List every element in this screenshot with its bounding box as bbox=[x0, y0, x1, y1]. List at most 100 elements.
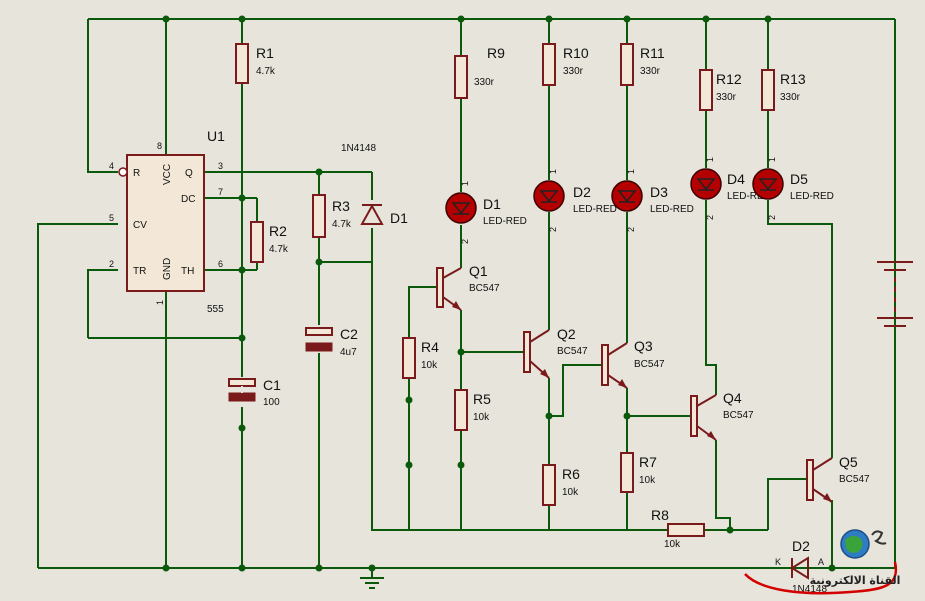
resistor-r7[interactable]: R7 10k bbox=[620, 452, 657, 493]
d1-diode-ref: D1 bbox=[390, 210, 408, 226]
r3-value: 4.7k bbox=[332, 219, 352, 230]
led-d2-ref: D2 bbox=[573, 184, 591, 200]
r7-value: 10k bbox=[639, 475, 656, 486]
d2-diode-ref: D2 bbox=[792, 538, 810, 554]
led-d4-ref: D4 bbox=[727, 171, 745, 187]
u1-pin-th: TH bbox=[181, 266, 194, 277]
u1-ref: U1 bbox=[207, 128, 225, 144]
led-d3-pin-2: 2 bbox=[626, 227, 636, 232]
resistor-r12[interactable]: R12 330r bbox=[699, 69, 742, 111]
r1-value: 4.7k bbox=[256, 66, 276, 77]
transistor-q3[interactable]: Q3 BC547 bbox=[601, 338, 665, 389]
battery[interactable] bbox=[877, 261, 913, 327]
r13-ref: R13 bbox=[780, 71, 806, 87]
led-d5-pin-2: 2 bbox=[767, 215, 777, 220]
led-d4-value: LED-RED bbox=[727, 191, 771, 202]
d1-diode-value: 1N4148 bbox=[341, 143, 376, 154]
q4-value: BC547 bbox=[723, 410, 754, 421]
wires bbox=[37, 18, 896, 578]
u1-pin-gnd: GND bbox=[162, 258, 173, 280]
transistor-q4[interactable]: Q4 BC547 bbox=[690, 390, 754, 441]
resistor-r13[interactable]: R13 330r bbox=[761, 69, 806, 111]
led-d3-ref: D3 bbox=[650, 184, 668, 200]
led-d5-ref: D5 bbox=[790, 171, 808, 187]
r5-ref: R5 bbox=[473, 391, 491, 407]
resistor-r9[interactable]: R9 330r bbox=[454, 45, 505, 99]
led-d4-pin-2: 2 bbox=[705, 215, 715, 220]
r2-ref: R2 bbox=[269, 223, 287, 239]
u1-pin-num-2: 2 bbox=[109, 259, 114, 269]
led-d2-value: LED-RED bbox=[573, 204, 617, 215]
q4-ref: Q4 bbox=[723, 390, 742, 406]
logo-text: القناة الالكترونية bbox=[810, 574, 901, 587]
d2-diode-pin-k: K bbox=[775, 557, 781, 567]
led-d5-pin-1: 1 bbox=[767, 157, 777, 162]
led-d1-value: LED-RED bbox=[483, 216, 527, 227]
u1-pin-cv: CV bbox=[133, 220, 147, 231]
led-d2[interactable]: 1 2 D2 LED-RED bbox=[533, 169, 617, 232]
u1-pin-vcc: VCC bbox=[162, 164, 173, 185]
u1-pin-q: Q bbox=[185, 168, 193, 179]
u1-pin-dc: DC bbox=[181, 194, 195, 205]
led-d3-pin-1: 1 bbox=[626, 169, 636, 174]
resistor-r6[interactable]: R6 10k bbox=[542, 464, 580, 506]
r6-ref: R6 bbox=[562, 466, 580, 482]
c1-ref: C1 bbox=[263, 377, 281, 393]
r7-ref: R7 bbox=[639, 454, 657, 470]
resistor-r1[interactable]: R1 4.7k bbox=[235, 43, 276, 84]
u1-pin-num-1: 1 bbox=[155, 300, 165, 305]
resistor-r3[interactable]: R3 4.7k bbox=[312, 194, 352, 238]
r10-value: 330r bbox=[563, 66, 584, 77]
transistor-q2[interactable]: Q2 BC547 bbox=[523, 326, 588, 379]
resistor-r8[interactable]: R8 10k bbox=[651, 507, 705, 550]
r5-value: 10k bbox=[473, 412, 490, 423]
led-d1[interactable]: 1 2 D1 LED-RED bbox=[445, 181, 527, 244]
u1-pin-tr: TR bbox=[133, 266, 146, 277]
r9-ref: R9 bbox=[487, 45, 505, 61]
transistor-q1[interactable]: Q1 BC547 bbox=[436, 263, 500, 311]
q2-value: BC547 bbox=[557, 346, 588, 357]
capacitor-c1[interactable]: C1 100 bbox=[228, 377, 281, 408]
r1-ref: R1 bbox=[256, 45, 274, 61]
u1-pin-num-4: 4 bbox=[109, 161, 114, 171]
capacitor-c2[interactable]: C2 4u7 bbox=[305, 326, 358, 358]
q3-ref: Q3 bbox=[634, 338, 653, 354]
r9-value: 330r bbox=[474, 77, 495, 88]
q1-ref: Q1 bbox=[469, 263, 488, 279]
led-d4[interactable]: 1 2 D4 LED-RED bbox=[690, 157, 771, 220]
q1-value: BC547 bbox=[469, 283, 500, 294]
transistor-q5[interactable]: Q5 BC547 bbox=[806, 454, 870, 503]
r8-ref: R8 bbox=[651, 507, 669, 523]
r3-ref: R3 bbox=[332, 198, 350, 214]
led-d1-pin-2: 2 bbox=[460, 239, 470, 244]
d2-diode-value: 1N4148 bbox=[792, 584, 827, 595]
resistor-r4[interactable]: R4 10k bbox=[402, 337, 439, 379]
u1-part: 555 bbox=[207, 304, 224, 315]
ic-555-u1[interactable]: U1 555 R CV TR Q DC TH VCC GND 4 5 2 3 7… bbox=[109, 128, 225, 315]
c1-value: 100 bbox=[263, 397, 280, 408]
resistor-r2[interactable]: R2 4.7k bbox=[250, 221, 289, 263]
led-d1-pin-1: 1 bbox=[460, 181, 470, 186]
q5-value: BC547 bbox=[839, 474, 870, 485]
led-d3-value: LED-RED bbox=[650, 204, 694, 215]
q2-ref: Q2 bbox=[557, 326, 576, 342]
r6-value: 10k bbox=[562, 487, 579, 498]
u1-pin-num-5: 5 bbox=[109, 213, 114, 223]
resistor-r11[interactable]: R11 330r bbox=[620, 43, 665, 86]
resistor-r5[interactable]: R5 10k bbox=[454, 389, 491, 431]
red-annotation-arc bbox=[744, 561, 898, 595]
channel-logo: القناة الالكترونية bbox=[810, 529, 901, 587]
diode-d1-1n4148[interactable]: 1N4148 D1 bbox=[341, 143, 408, 226]
led-d4-pin-1: 1 bbox=[705, 157, 715, 162]
r11-value: 330r bbox=[640, 66, 661, 77]
led-d5[interactable]: 1 2 D5 LED-RED bbox=[752, 157, 834, 220]
q3-value: BC547 bbox=[634, 359, 665, 370]
led-d2-pin-1: 1 bbox=[548, 169, 558, 174]
c2-value: 4u7 bbox=[340, 347, 357, 358]
r2-value: 4.7k bbox=[269, 244, 289, 255]
led-d2-pin-2: 2 bbox=[548, 227, 558, 232]
resistor-r10[interactable]: R10 330r bbox=[542, 43, 589, 86]
led-d3[interactable]: 1 2 D3 LED-RED bbox=[611, 169, 694, 232]
diode-d2-1n4148[interactable]: D2 K A 1N4148 bbox=[775, 538, 827, 595]
